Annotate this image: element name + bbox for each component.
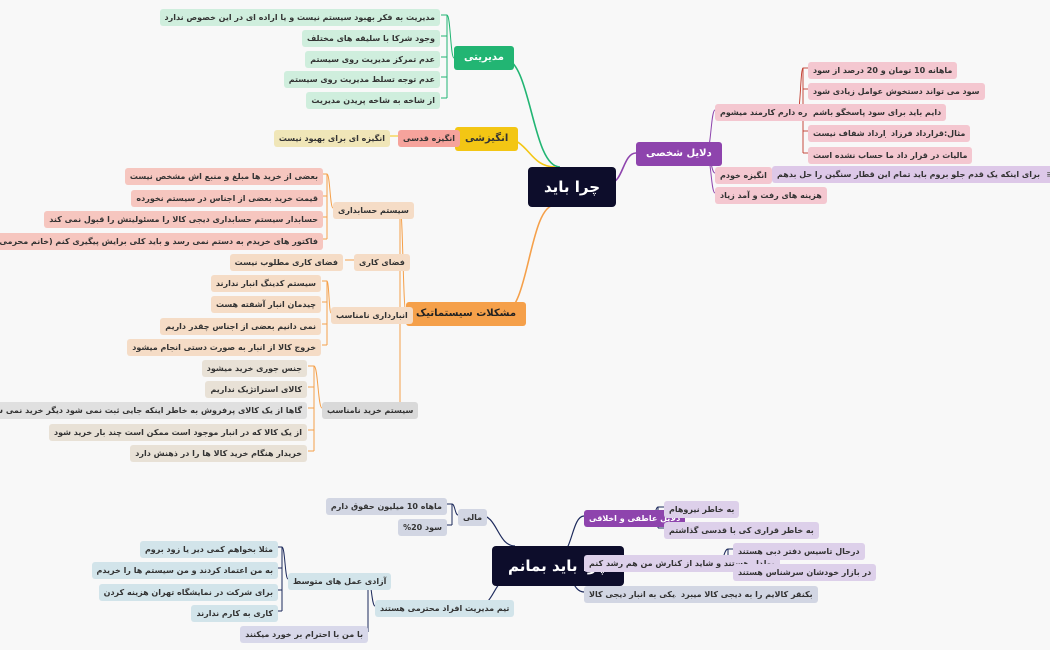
freedom-item[interactable]: به من اعتماد کردند و من سیستم ها را خرید…: [91, 562, 278, 579]
employee-item[interactable]: دایم باید برای سود پاسخگو باشم: [808, 104, 947, 121]
motivational-sub[interactable]: انگیزه قدسی: [398, 130, 460, 147]
self-motivation-note[interactable]: برای اینکه یک قدم جلو بروم باید تمام این…: [772, 166, 1050, 183]
root-node-why-stay[interactable]: چرا باید بمانم: [492, 546, 625, 586]
managerial-item[interactable]: وجود شرکا با سلیقه های مختلف: [302, 30, 440, 47]
managerial-item[interactable]: عدم توجه تسلط مدیریت روی سیستم: [283, 71, 440, 88]
emotional-item[interactable]: به خاطر نیروهام: [664, 501, 740, 518]
purchasing-item[interactable]: کالای استراتژیک نداریم: [205, 381, 307, 398]
branch-emotional[interactable]: دلایل عاطفی و اخلاقی: [584, 510, 686, 527]
personal-self-motivation[interactable]: انگیزه خودم: [715, 167, 772, 184]
systemic-accounting[interactable]: سیستم حسابداری: [333, 202, 414, 219]
purchasing-item[interactable]: خریدار هنگام خرید کالا ها را در ذهنش دار…: [130, 445, 307, 462]
employee-item[interactable]: مالیات در قرار داد ما حساب نشده است: [808, 147, 973, 164]
branch-financial[interactable]: مالی: [458, 509, 488, 526]
managerial-item[interactable]: از شاخه به شاخه پریدن مدیریت: [306, 92, 440, 109]
warehouse-item[interactable]: نمی دانیم بعضی از اجناس چقدر داریم: [160, 318, 321, 335]
purchasing-item[interactable]: گاها از یک کالای پرفروش به خاطر اینکه جا…: [0, 402, 307, 419]
managerial-item[interactable]: عدم تمرکز مدیریت روی سیستم: [305, 51, 440, 68]
team-respect[interactable]: با من با احترام بر خورد میکنند: [240, 626, 368, 643]
wealthy-item[interactable]: در بازار خودشان سرشناس هستند: [733, 564, 877, 581]
team-freedom[interactable]: آزادی عمل های متوسط: [288, 573, 392, 590]
employee-item[interactable]: قرارداد شفاف نیست: [808, 125, 901, 142]
branch-personal-reasons[interactable]: دلایل شخصی: [636, 142, 722, 166]
branch-managerial[interactable]: مدیریتی: [454, 46, 514, 70]
accounting-item[interactable]: حسابدار سیستم حسابداری دیجی کالا را مسئو…: [44, 211, 323, 228]
personal-employee[interactable]: دوباره دارم کارمند میشوم: [715, 104, 828, 121]
motivational-leaf[interactable]: انگیزه ای برای بهبود نیست: [273, 130, 390, 147]
financial-item[interactable]: ماهاه 10 میلیون حقوق دارم: [325, 498, 447, 515]
branch-systemic-problems[interactable]: مشکلات سیستماتیک: [406, 302, 527, 326]
accounting-item[interactable]: قیمت خرید بعضی از اجناس در سیستم نخورده: [131, 190, 323, 207]
purchasing-item[interactable]: از یک کالا که در انبار موجود است ممکن اس…: [49, 424, 307, 441]
managerial-item[interactable]: مدیریت به فکر بهبود سیستم نیست و یا اراد…: [159, 9, 440, 26]
branch-wealthy[interactable]: پولدار هستند و شاید از کنارش من هم رشد ک…: [584, 555, 780, 572]
root-node-why-should[interactable]: چرا باید: [528, 167, 617, 207]
systemic-workspace[interactable]: فضای کاری: [354, 254, 410, 271]
branch-digikala[interactable]: نزدیکی به انبار دیجی کالا: [584, 586, 693, 603]
freedom-item[interactable]: کاری به کارم ندارند: [191, 605, 278, 622]
warehouse-item[interactable]: سیستم کدینگ انبار ندارند: [210, 275, 321, 292]
warehouse-item[interactable]: خروج کالا از انبار به صورت دستی انجام می…: [127, 339, 321, 356]
employee-item[interactable]: سود می تواند دستخوش عوامل زیادی شود: [808, 83, 985, 100]
connector-line: [446, 14, 455, 59]
freedom-item[interactable]: برای شرکت در نمایشگاه تهران هزینه کردن: [98, 584, 278, 601]
wealthy-item[interactable]: درحال تاسیس دفتر دبی هستند: [733, 543, 865, 560]
branch-team[interactable]: تیم مدیریت افراد محترمی هستند: [375, 600, 515, 617]
systemic-purchasing[interactable]: سیستم خرید نامناسب: [322, 402, 419, 419]
accounting-item[interactable]: فاکتور های خریدم به دستم نمی رسد و باید …: [0, 233, 323, 250]
example-contract[interactable]: مثال:قرارداد فرزاد: [886, 125, 971, 142]
connector-line: [451, 503, 459, 516]
emotional-item[interactable]: به خاطر قراری کی با قدسی گذاشتم: [664, 522, 819, 539]
digikala-leaf[interactable]: بکنقر کالایم را به دیجی کالا میبرد: [676, 586, 818, 603]
connector-line: [281, 546, 289, 580]
financial-item[interactable]: سود 20%: [398, 519, 447, 536]
personal-commute[interactable]: هزینه های رفت و آمد زیاد: [715, 187, 827, 204]
self-motivation-note-text: برای اینکه یک قدم جلو بروم باید تمام این…: [777, 170, 1040, 179]
note-icon: ≡: [1046, 170, 1050, 179]
freedom-item[interactable]: مثلا بخواهم کمی دیر یا زود بروم: [139, 541, 278, 558]
warehouse-item[interactable]: چیدمان انبار آشفته هست: [210, 296, 321, 313]
employee-item[interactable]: ماهانه 10 تومان و 20 درصد از سود: [808, 62, 958, 79]
workspace-leaf[interactable]: فضای کاری مطلوب نیست: [229, 254, 343, 271]
accounting-item[interactable]: بعضی از خرید ها مبلغ و منبع اش مشخص نیست: [124, 168, 323, 185]
purchasing-item[interactable]: جنس جوری خرید میشود: [201, 360, 307, 377]
connector-line: [313, 365, 323, 409]
systemic-warehouse[interactable]: انبارداری نامناسب: [331, 307, 413, 324]
connector-line: [502, 204, 556, 314]
branch-motivational[interactable]: انگیزشی: [455, 127, 519, 151]
connector-line: [326, 173, 334, 209]
